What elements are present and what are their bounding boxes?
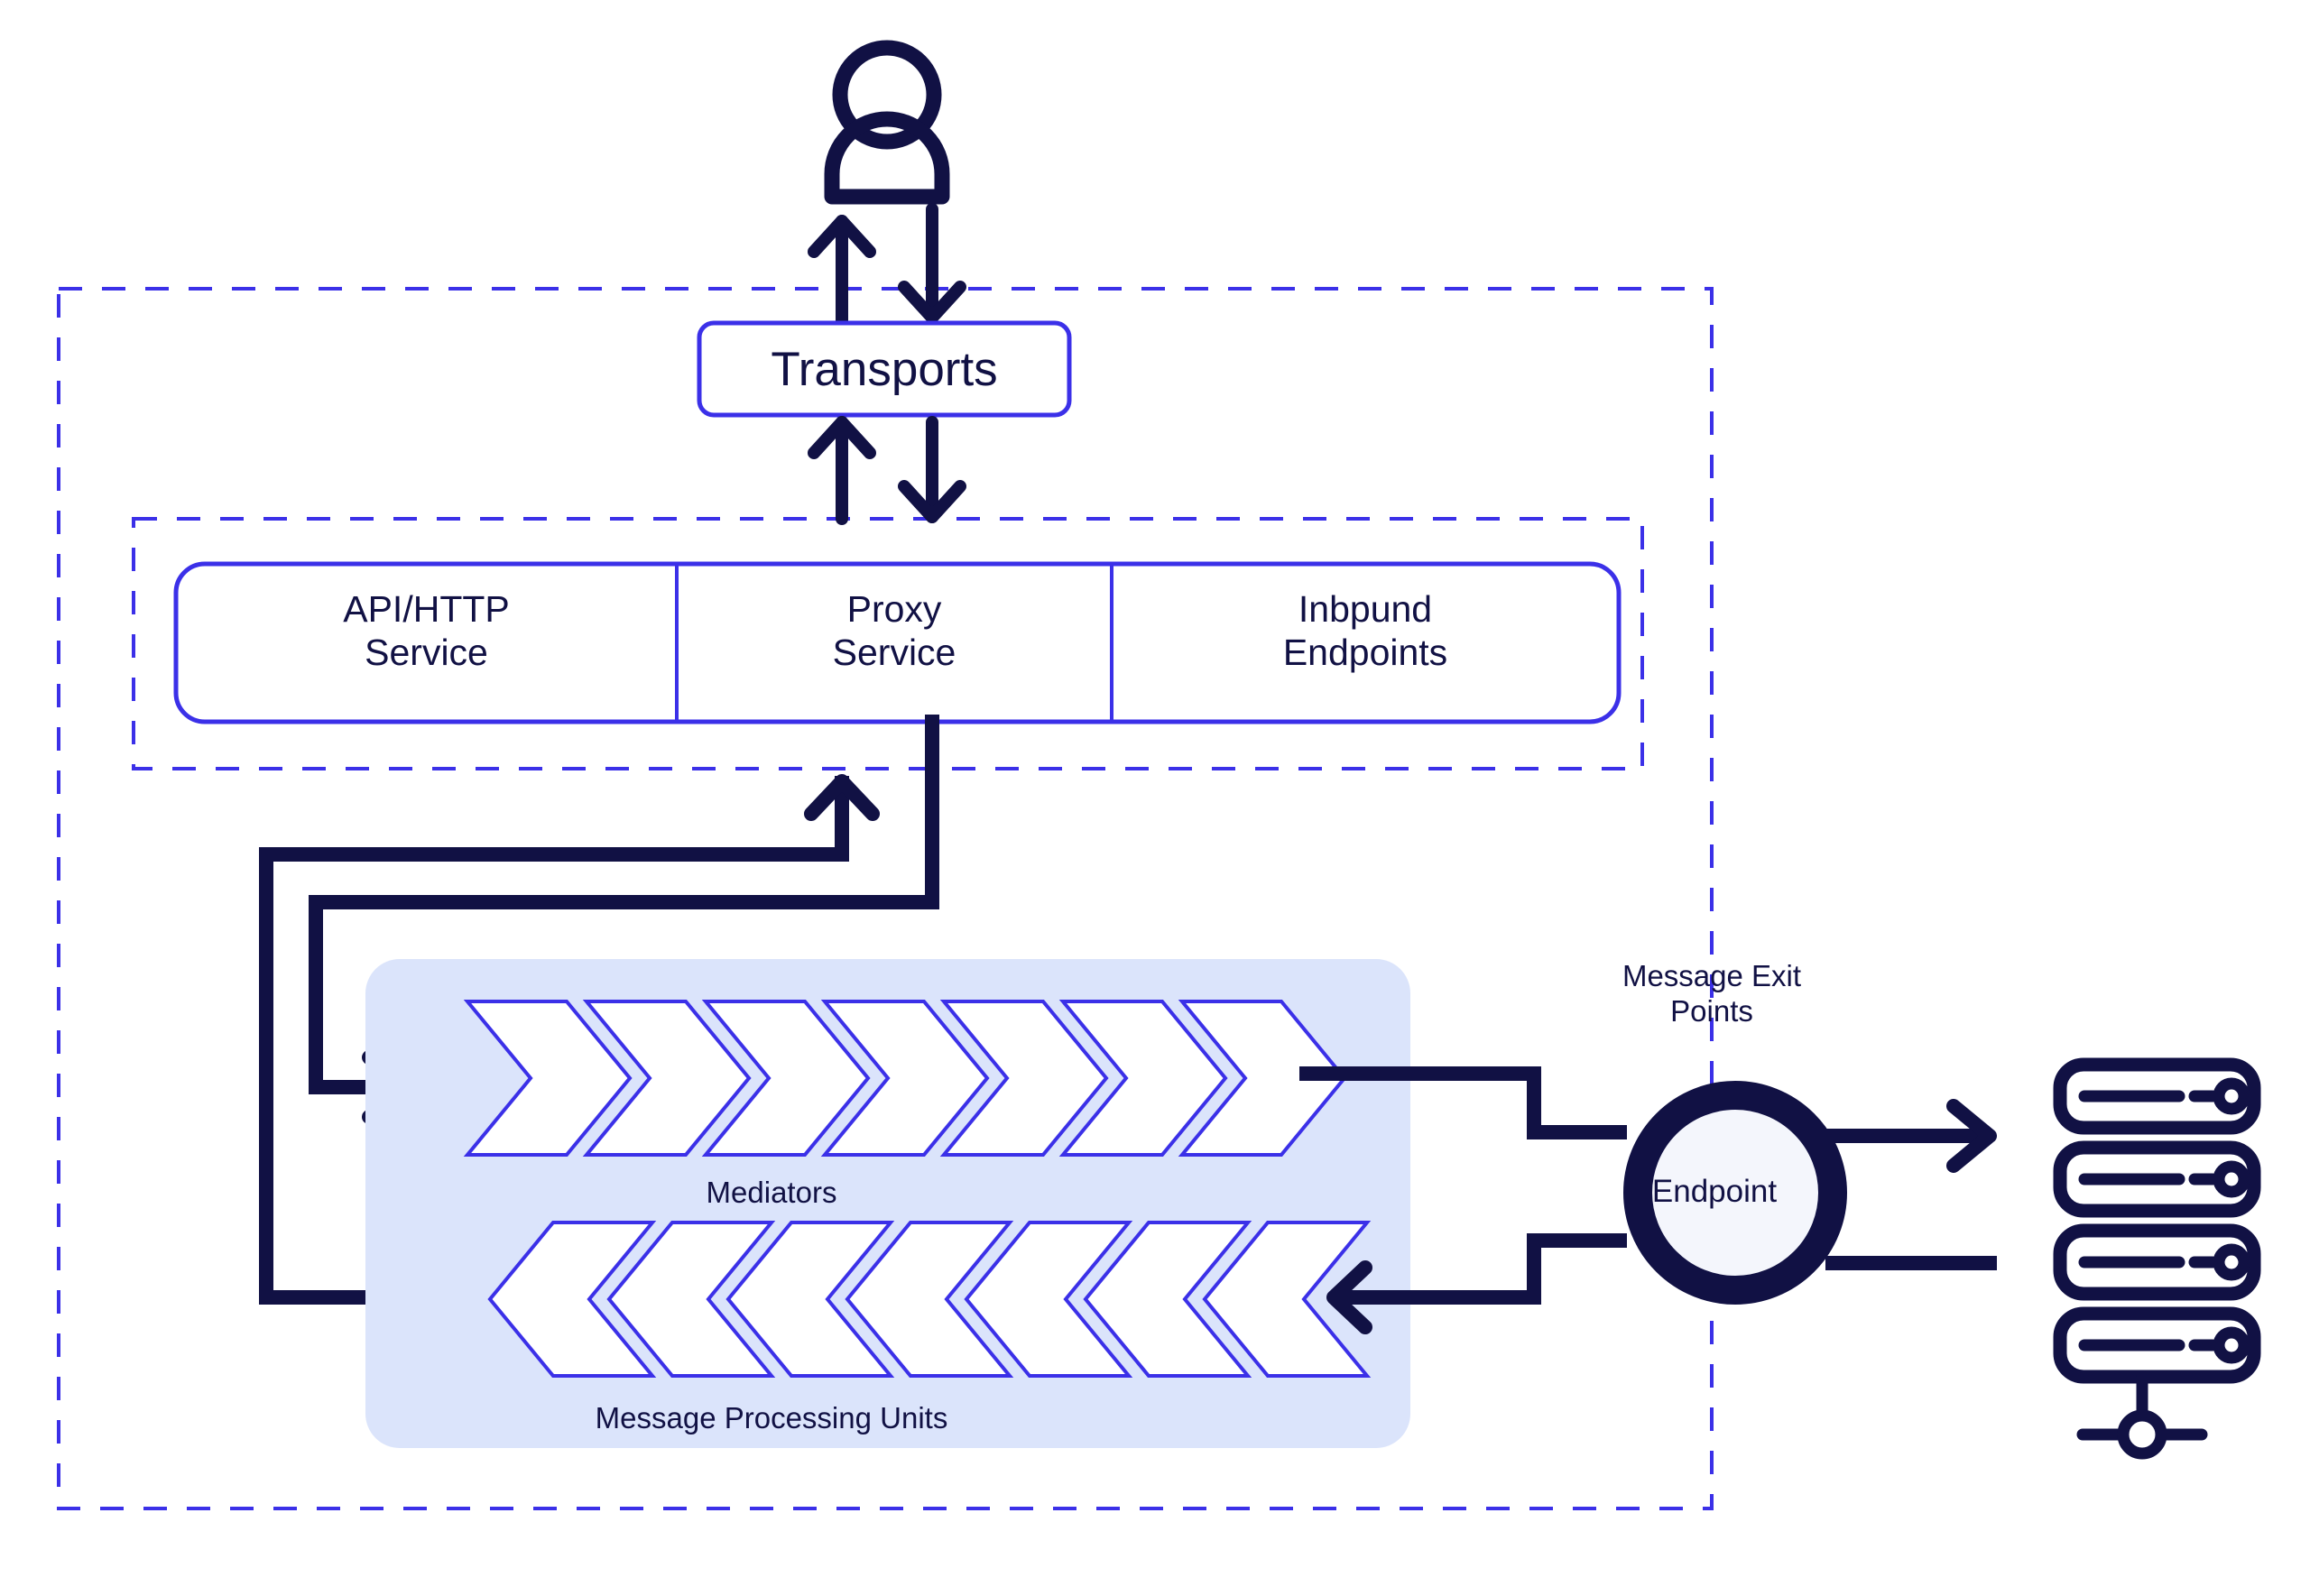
mediator-chevron [582, 1000, 752, 1157]
processing-chevron [845, 1221, 1014, 1378]
routing-outer-arrowhead [804, 774, 880, 821]
mediator-chevron [820, 1000, 990, 1157]
endpoint-to-processing-connector [1334, 1233, 1627, 1305]
mediator-chevron [701, 1000, 871, 1157]
mediator-chevron [463, 1000, 633, 1157]
transports-box[interactable] [697, 320, 1072, 418]
processing-chevron [1083, 1221, 1252, 1378]
dashed-inner-boundary [132, 517, 1644, 770]
routing-outer-path [259, 776, 849, 1305]
processing-chevron [1202, 1221, 1372, 1378]
mediators-chevron-row [463, 1000, 1347, 1157]
person-icon [824, 40, 950, 205]
processing-chevron [725, 1221, 895, 1378]
endpoint-node[interactable] [1623, 1081, 1847, 1305]
processing-chevron [606, 1221, 776, 1378]
mediators-to-endpoint-connector [1299, 1066, 1627, 1139]
server-stack-icon [2053, 1057, 2261, 1460]
endpoint-to-server-arrowhead [1946, 1099, 1997, 1173]
endpoint-to-processing-arrowhead [1326, 1260, 1372, 1334]
dashed-outer-boundary [57, 287, 1714, 1510]
services-box [173, 561, 1622, 724]
mediator-chevron [1178, 1000, 1347, 1157]
processing-chevron [964, 1221, 1133, 1378]
mediator-chevron [1058, 1000, 1228, 1157]
processing-unit-chevron-row [487, 1221, 1372, 1378]
transport-services-arrows [808, 416, 966, 525]
actor-transport-arrows [808, 203, 966, 329]
mediator-chevron [939, 1000, 1109, 1157]
processing-chevron [487, 1221, 657, 1378]
